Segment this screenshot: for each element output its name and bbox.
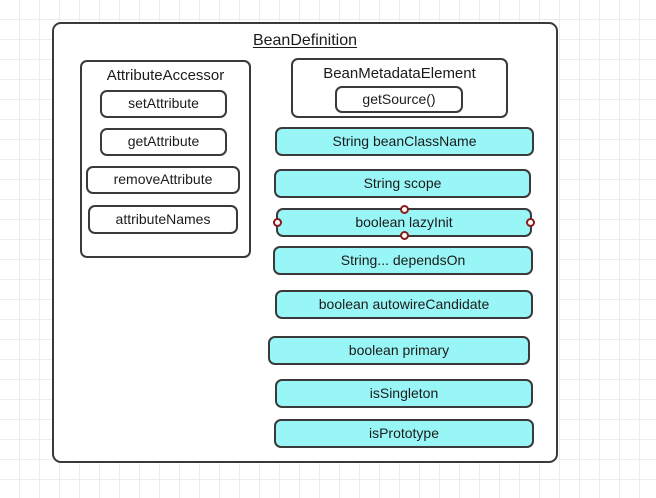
node-is-singleton[interactable]: isSingleton: [275, 379, 533, 408]
node-label-string-scope: String scope: [363, 174, 442, 191]
node-string-bean-class-name[interactable]: String beanClassName: [275, 127, 534, 156]
node-is-prototype[interactable]: isPrototype: [274, 419, 534, 448]
node-boolean-primary[interactable]: boolean primary: [268, 336, 530, 365]
node-remove-attribute[interactable]: removeAttribute: [86, 166, 240, 194]
node-label-string-bean-class-name: String beanClassName: [332, 132, 477, 149]
node-string-depends-on[interactable]: String... dependsOn: [273, 246, 533, 275]
node-get-attribute[interactable]: getAttribute: [100, 128, 227, 156]
node-attribute-names[interactable]: attributeNames: [88, 205, 238, 234]
node-label-string-depends-on: String... dependsOn: [340, 251, 466, 268]
node-label-attribute-names: attributeNames: [115, 210, 211, 227]
resize-handle-bottom[interactable]: [399, 231, 409, 240]
node-label-is-prototype: isPrototype: [368, 424, 440, 441]
node-title-bean-definition: BeanDefinition: [252, 32, 358, 49]
resize-handle-top[interactable]: [399, 205, 409, 214]
node-boolean-lazy-init[interactable]: boolean lazyInit: [273, 205, 535, 240]
resize-handle-left[interactable]: [273, 218, 282, 227]
node-label-boolean-autowire-candidate: boolean autowireCandidate: [318, 295, 490, 312]
resize-handle-right[interactable]: [526, 218, 535, 227]
node-string-scope[interactable]: String scope: [274, 169, 531, 198]
node-label-boolean-lazy-init: boolean lazyInit: [355, 213, 453, 230]
node-get-source[interactable]: getSource(): [335, 86, 463, 113]
node-boolean-autowire-candidate[interactable]: boolean autowireCandidate: [275, 290, 533, 319]
node-title-bean-metadata-element: BeanMetadataElement: [323, 65, 476, 82]
node-label-is-singleton: isSingleton: [369, 384, 439, 401]
node-label-get-source: getSource(): [362, 90, 436, 107]
node-title-attribute-accessor: AttributeAccessor: [106, 67, 225, 84]
node-label-get-attribute: getAttribute: [127, 133, 200, 150]
node-label-set-attribute: setAttribute: [128, 95, 199, 112]
node-set-attribute[interactable]: setAttribute: [100, 90, 227, 118]
node-label-remove-attribute: removeAttribute: [113, 171, 213, 188]
node-label-boolean-primary: boolean primary: [348, 341, 450, 358]
